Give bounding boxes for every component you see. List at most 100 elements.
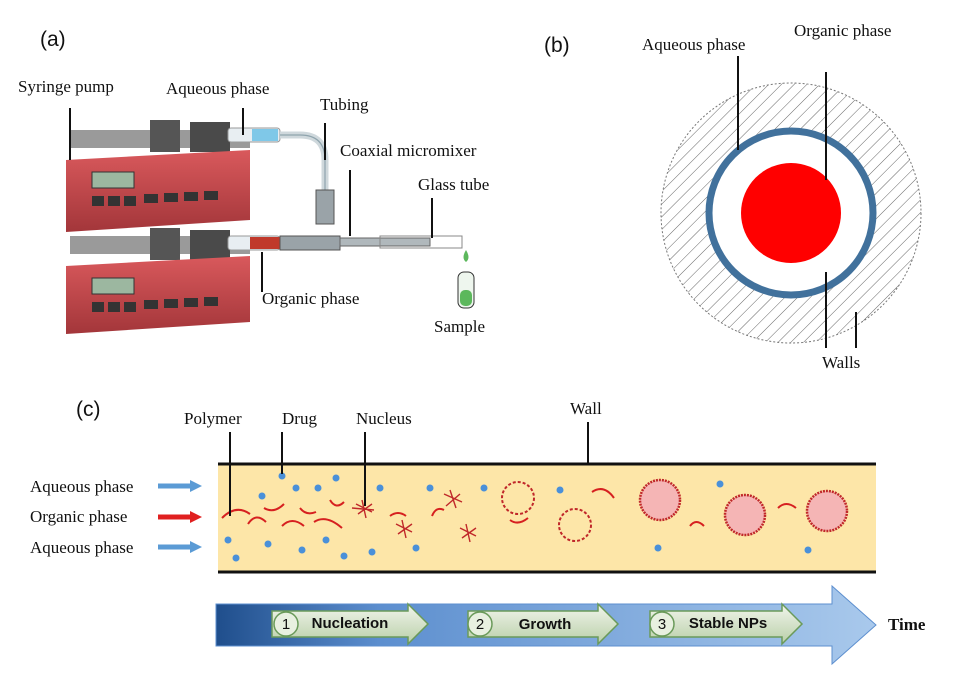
drug-dot xyxy=(292,484,300,492)
panel-c: (c) Aqueous phase Organic phase Aqueous … xyxy=(30,398,926,666)
label-aqueous-phase-b: Aqueous phase xyxy=(642,35,745,54)
drug-dot xyxy=(426,484,434,492)
pump-body-top xyxy=(66,150,250,232)
growing-particle xyxy=(501,481,535,515)
step-2-number: 2 xyxy=(476,616,484,633)
organic-core xyxy=(741,163,841,263)
polymer-strand xyxy=(329,499,345,507)
growing-particle xyxy=(558,508,592,542)
panel-a: (a) xyxy=(18,28,489,336)
step-arrow xyxy=(467,602,620,646)
drug-dot xyxy=(332,474,340,482)
drug-dot xyxy=(412,544,420,552)
arrow-head xyxy=(190,480,202,492)
label-drug: Drug xyxy=(282,409,317,428)
label-time: Time xyxy=(888,615,926,634)
pump-key xyxy=(164,193,178,202)
label-polymer: Polymer xyxy=(184,409,242,428)
drug-dot xyxy=(232,554,240,562)
nucleus xyxy=(351,499,375,519)
drug-dot xyxy=(804,546,812,554)
inlet-arrows xyxy=(158,480,202,553)
sample-drop xyxy=(463,250,469,262)
stable-nanoparticle xyxy=(638,478,682,522)
pump-block-bottom xyxy=(190,230,230,260)
polymer-strand xyxy=(389,512,407,517)
pump-key xyxy=(124,302,136,312)
syringe-pump-top xyxy=(66,120,281,232)
label-organic-phase-b: Organic phase xyxy=(794,21,891,40)
stable-nanoparticle xyxy=(805,489,849,533)
pump-display-top xyxy=(91,171,135,189)
step-1: 1 Nucleation xyxy=(271,602,430,646)
label-inlet-middle: Organic phase xyxy=(30,507,127,526)
pump-clamp-top xyxy=(150,120,180,152)
drug-dot xyxy=(224,536,232,544)
drug-dot xyxy=(298,546,306,554)
drug-dot xyxy=(258,492,266,500)
pump-key xyxy=(144,300,158,309)
step-2: 2 Growth xyxy=(467,602,620,646)
label-sample: Sample xyxy=(434,317,485,336)
drug-dot xyxy=(654,544,662,552)
pump-key xyxy=(204,191,218,200)
drug-dot xyxy=(480,484,488,492)
drug-dot xyxy=(340,552,348,560)
pump-key xyxy=(108,302,120,312)
pump-key xyxy=(184,298,198,307)
pump-key xyxy=(92,196,104,206)
tubing-line xyxy=(280,131,329,190)
needle xyxy=(339,237,431,247)
pump-block-top xyxy=(190,122,230,152)
label-nucleus: Nucleus xyxy=(356,409,412,428)
pump-display-bottom xyxy=(91,277,135,295)
pump-key xyxy=(108,196,120,206)
drug-dot xyxy=(322,536,330,544)
pump-key xyxy=(204,297,218,306)
glass-tube xyxy=(379,235,463,249)
label-coaxial-micromixer: Coaxial micromixer xyxy=(340,141,477,160)
polymer-strand xyxy=(263,503,285,512)
coaxial-micromixer-vertical xyxy=(315,189,335,225)
sample-liquid xyxy=(460,290,472,306)
particles xyxy=(351,478,849,543)
pump-key xyxy=(184,192,198,201)
drug-dot xyxy=(556,486,564,494)
drug-dot xyxy=(314,484,322,492)
stable-nanoparticle xyxy=(723,493,767,537)
label-tubing: Tubing xyxy=(320,95,369,114)
arrow-head xyxy=(190,541,202,553)
nucleus xyxy=(443,489,463,509)
step-1-label: Nucleation xyxy=(312,615,389,632)
step-arrow xyxy=(649,602,804,646)
panel-b: (b) Aqueous phase Organic phase Walls xyxy=(544,21,922,372)
label-inlet-top: Aqueous phase xyxy=(30,477,133,496)
polymer-strand xyxy=(777,503,797,509)
pump-key xyxy=(92,302,104,312)
arrow-head xyxy=(190,511,202,523)
step-number-badge xyxy=(467,611,493,637)
label-wall: Wall xyxy=(570,399,602,418)
pump-clamp-bottom xyxy=(150,228,180,260)
polymer-strand xyxy=(221,508,251,519)
step-3-number: 3 xyxy=(658,616,666,633)
polymer-strand xyxy=(281,520,305,527)
syringe-liquid-top xyxy=(252,129,278,141)
polymer-strand xyxy=(689,521,705,527)
label-glass-tube: Glass tube xyxy=(418,175,489,194)
step-1-number: 1 xyxy=(282,616,290,633)
label-organic-phase-a: Organic phase xyxy=(262,289,359,308)
label-aqueous-phase-a: Aqueous phase xyxy=(166,79,269,98)
polymer-strand xyxy=(299,507,317,515)
label-walls: Walls xyxy=(822,353,860,372)
inner-wall-ring xyxy=(705,127,877,299)
step-number-badge xyxy=(649,611,675,637)
pump-key xyxy=(164,299,178,308)
drug-dot xyxy=(376,484,384,492)
panel-b-label: (b) xyxy=(544,34,570,57)
pump-key xyxy=(124,196,136,206)
panel-c-label: (c) xyxy=(76,398,101,421)
step-3-label: Stable NPs xyxy=(689,615,767,632)
pump-body-bottom xyxy=(66,256,250,334)
